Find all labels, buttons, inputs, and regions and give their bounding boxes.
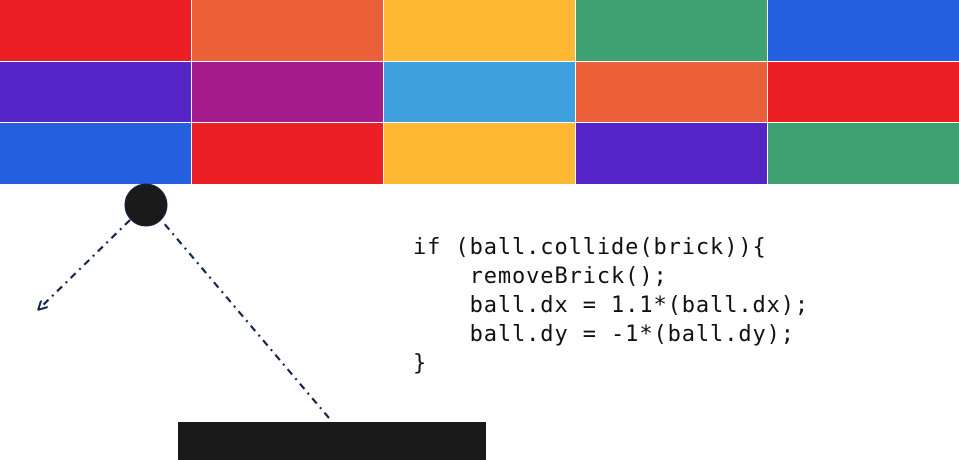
brick [192,61,383,123]
brick-wall [0,0,959,184]
code-line: } [413,351,428,376]
ball [124,183,168,227]
code-line: ball.dx = 1.1*(ball.dx); [413,293,810,318]
brick [384,61,575,123]
brick [576,123,767,184]
brick [192,0,383,61]
brick [384,0,575,61]
brick [576,0,767,61]
code-line: if (ball.collide(brick)){ [413,235,767,260]
brick [0,61,191,123]
brick [768,123,959,184]
brick [768,61,959,123]
code-line: ball.dy = -1*(ball.dy); [413,322,795,347]
brick [384,123,575,184]
brick [576,61,767,123]
brick [0,0,191,61]
code-line: removeBrick(); [413,264,668,289]
paddle [178,422,486,460]
collision-code-snippet: if (ball.collide(brick)){ removeBrick();… [413,233,809,378]
brick [192,123,383,184]
brick [768,0,959,61]
incoming-trajectory-line [161,220,330,419]
brick [0,123,191,184]
outgoing-trajectory-arrow [39,219,131,309]
